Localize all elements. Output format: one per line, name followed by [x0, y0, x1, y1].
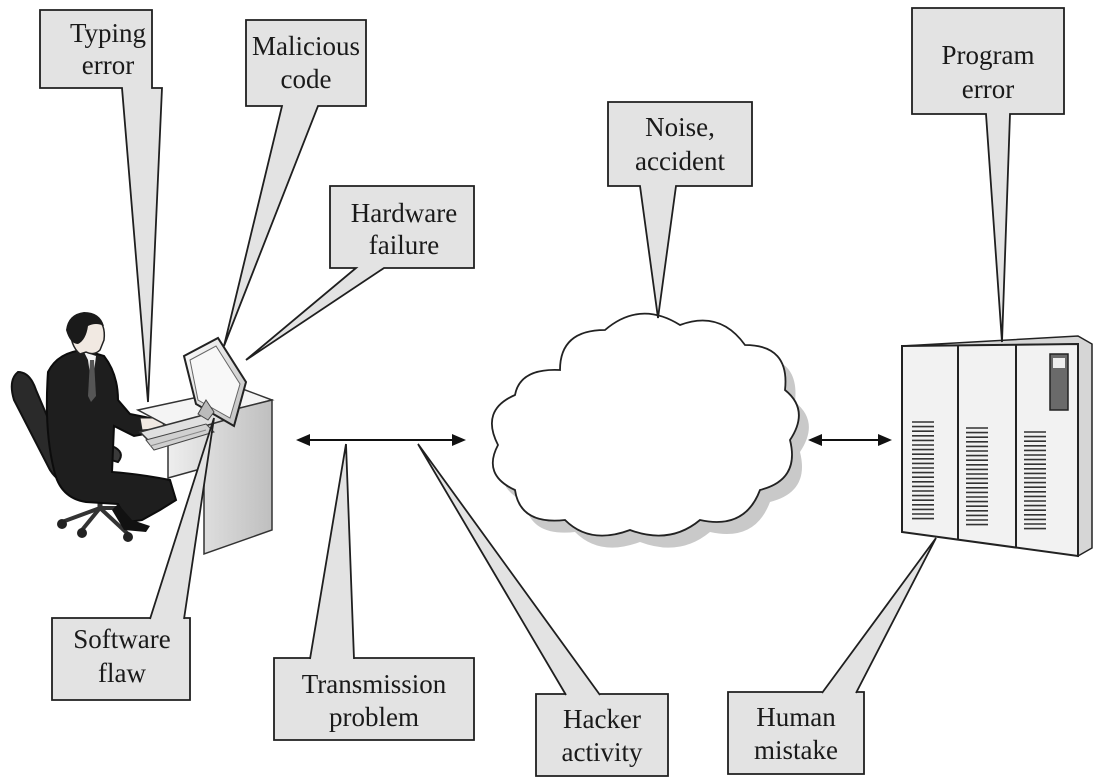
callout-hardware-failure-line1: Hardware: [351, 198, 457, 228]
server-vent-middle: [966, 427, 988, 526]
callout-noise-accident-line2: accident: [635, 146, 725, 176]
user-at-computer-illustration: [10, 312, 275, 556]
server-cabinet: [901, 335, 1093, 558]
callout-program-error-line1: Program: [942, 40, 1035, 70]
callout-malicious-code: Malicious code: [223, 19, 367, 347]
callout-noise-accident-line1: Noise,: [645, 112, 715, 142]
callout-program-error: Program error: [911, 7, 1065, 343]
callout-malicious-code-line1: Malicious: [252, 31, 360, 61]
callout-hardware-failure-line2: failure: [369, 230, 439, 260]
callout-software-flaw-line1: Software: [73, 624, 170, 654]
callout-human-mistake-line2: mistake: [754, 735, 838, 765]
callout-transmission-problem-line1: Transmission: [302, 669, 447, 699]
callout-program-error-line2: error: [962, 74, 1014, 104]
callout-typing-error: Typing error: [39, 9, 163, 403]
network-cloud: [490, 312, 809, 548]
transmission-arrow-right: [808, 434, 892, 446]
server-vent-right: [1024, 431, 1046, 530]
callout-transmission-problem: Transmission problem: [273, 443, 475, 741]
callout-software-flaw-line2: flaw: [98, 658, 146, 688]
callout-typing-error-line1: Typing: [70, 18, 146, 48]
person: [45, 312, 178, 532]
callout-malicious-code-line2: code: [281, 64, 332, 94]
monitor: [182, 336, 248, 428]
callout-hacker-activity-line1: Hacker: [563, 704, 641, 734]
callout-transmission-problem-line2: problem: [329, 702, 419, 732]
callout-hacker-activity-line2: activity: [562, 737, 643, 767]
callout-software-flaw: Software flaw: [51, 417, 215, 701]
callout-human-mistake-line1: Human: [756, 702, 836, 732]
callout-hardware-failure: Hardware failure: [245, 185, 475, 361]
callout-hacker-activity: Hacker activity: [417, 443, 669, 777]
server-vent-left: [912, 421, 934, 520]
callout-human-mistake: Human mistake: [727, 537, 937, 775]
transmission-arrow-left: [296, 434, 466, 446]
callout-typing-error-line2: error: [82, 50, 134, 80]
callout-noise-accident: Noise, accident: [607, 101, 753, 319]
